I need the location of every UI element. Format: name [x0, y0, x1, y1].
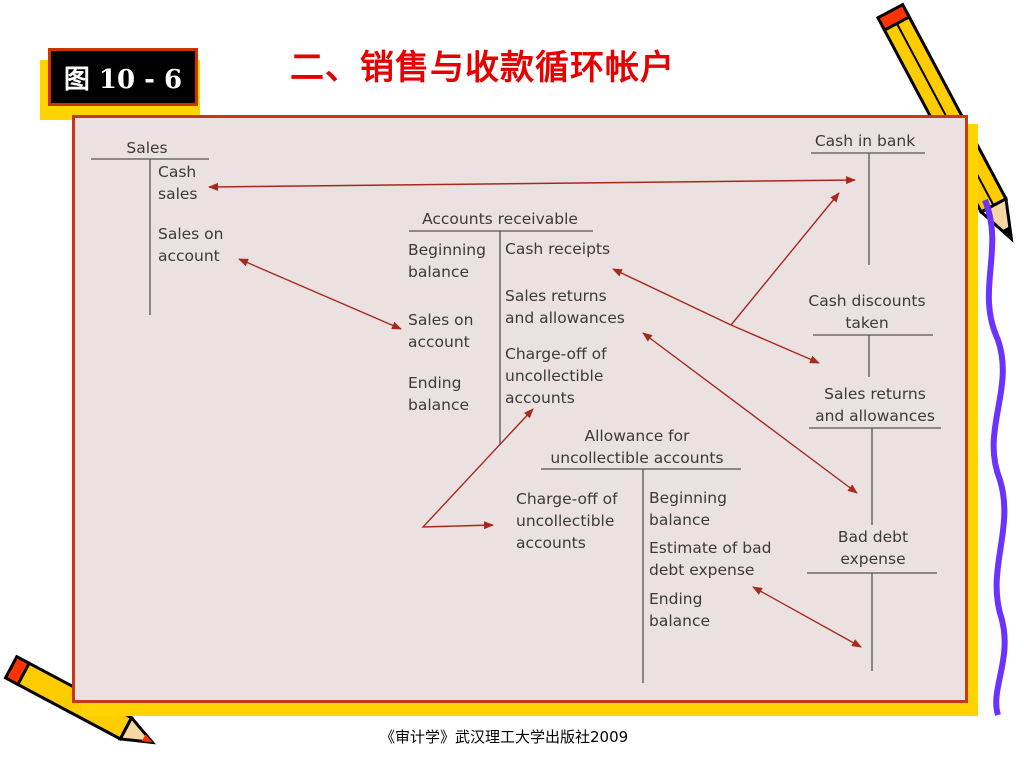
ar-debit-ending: Ending balance — [408, 374, 470, 414]
ar-debit-beginning: Beginning balance — [408, 241, 486, 281]
footer-citation: 《审计学》武汉理工大学出版社2009 — [380, 728, 629, 746]
allowance-debit-charge-off: Charge-off of uncollectible accounts — [516, 490, 618, 552]
arrow-cash-sales-to-bank — [208, 176, 856, 191]
ar-credit-charge-off: Charge-off of uncollectible accounts — [505, 345, 607, 407]
page-title: 二、销售与收款循环帐户 — [290, 48, 675, 88]
allowance-credit-beginning: Beginning balance — [649, 489, 727, 529]
cash-discounts-name: Cash discounts taken — [808, 292, 926, 332]
arrow-sales-returns — [642, 332, 858, 494]
sales-returns-name: Sales returns and allowances — [815, 385, 935, 425]
diagram-panel: Sales Cash sales Sales on account Cash i… — [72, 115, 968, 703]
ar-debit-sales-on-account: Sales on account — [408, 311, 474, 351]
ar-credit-sales-returns: Sales returns and allowances — [505, 287, 625, 327]
sales-credit-cash-sales: Cash sales — [158, 163, 198, 203]
account-flow-diagram — [91, 152, 941, 683]
ar-account-name: Accounts receivable — [422, 210, 578, 228]
figure-label: 图 10 - 6 — [48, 48, 198, 106]
allowance-credit-estimate: Estimate of bad debt expense — [649, 539, 772, 579]
cash-in-bank-name: Cash in bank — [814, 132, 916, 150]
arrow-charge-off — [421, 408, 534, 530]
bad-debt-name: Bad debt expense — [837, 528, 909, 568]
arrow-bad-debt-estimate — [752, 586, 862, 648]
arrow-receipts-to-bank — [730, 192, 840, 326]
allowance-credit-ending: Ending balance — [649, 590, 711, 630]
sales-credit-sales-on-account: Sales on account — [158, 225, 224, 265]
sales-account-name: Sales — [126, 139, 168, 157]
arrow-cash-receipts — [612, 268, 732, 326]
ar-credit-cash-receipts: Cash receipts — [505, 240, 611, 258]
allowance-name: Allowance for uncollectible accounts — [550, 427, 724, 467]
arrow-sales-on-account-to-ar — [238, 258, 402, 330]
